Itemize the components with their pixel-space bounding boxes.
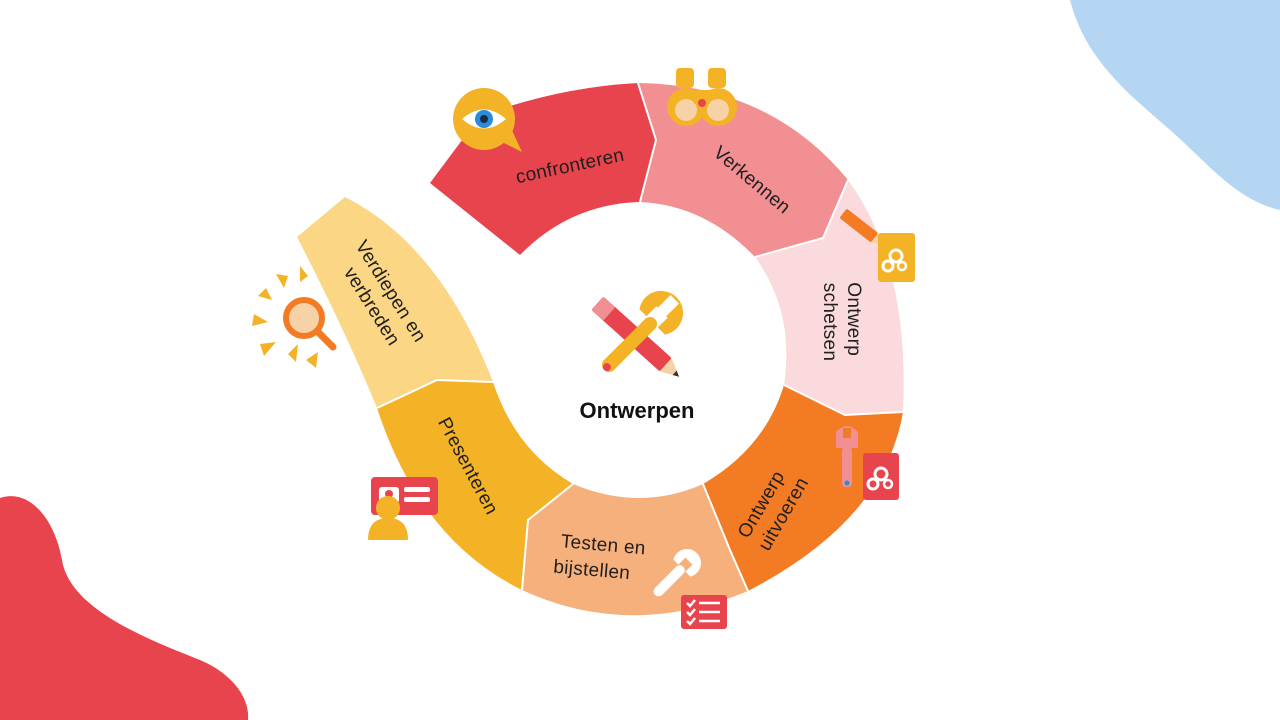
magnifier-rays-icon (252, 266, 337, 368)
binoculars-icon (667, 68, 737, 126)
segment-verkennen[interactable] (638, 83, 848, 257)
person-card-icon (368, 477, 438, 540)
eye-speech-bubble-icon (453, 88, 522, 152)
segment-testen-en-bijstellen[interactable] (522, 484, 748, 616)
pencil-gears-icon (840, 209, 915, 282)
blob-top-right (1070, 0, 1280, 210)
segment-verdiepen-en-verbreden[interactable] (297, 197, 493, 408)
pencil-wrench-icon (592, 290, 684, 377)
wrench-gears-icon (836, 426, 899, 500)
center-title: Ontwerpen (580, 398, 695, 423)
center-hub: Ontwerpen (580, 290, 695, 423)
blob-bottom-left (0, 496, 249, 720)
wrench-checklist-icon (653, 549, 727, 629)
label-ontwerp-schetsen: Ontwerp schetsen (819, 282, 864, 362)
segment-presenteren[interactable] (377, 380, 573, 590)
